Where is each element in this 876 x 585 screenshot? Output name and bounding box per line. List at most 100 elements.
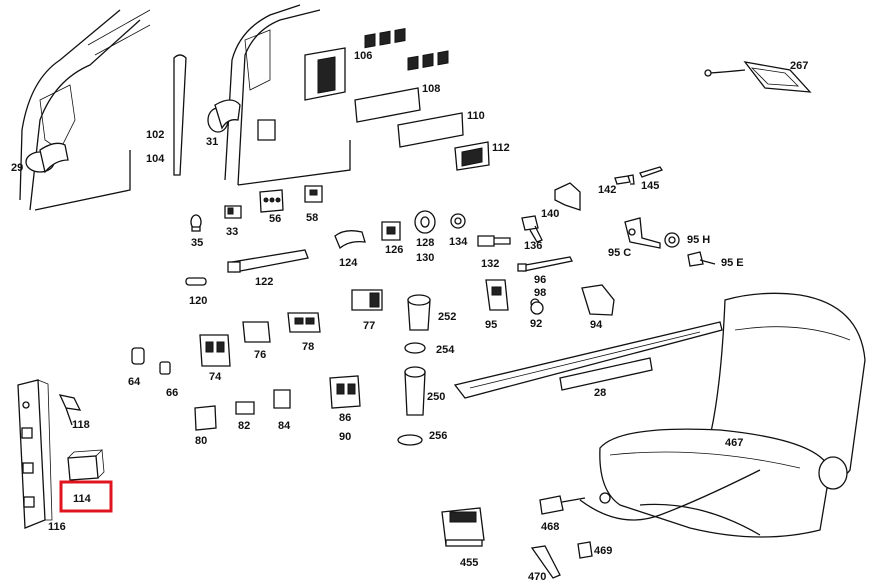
- label-106: 106: [354, 50, 372, 62]
- bracket-95c: [624, 217, 661, 249]
- label-108: 108: [422, 83, 440, 95]
- screw-95e: [687, 251, 716, 267]
- label-120: 120: [189, 295, 207, 307]
- label-142: 142: [598, 184, 616, 196]
- clip-140: [554, 182, 581, 211]
- label-254: 254: [436, 344, 455, 356]
- label-31: 31: [206, 136, 218, 148]
- connector-76: [242, 321, 271, 343]
- label-76: 76: [254, 349, 266, 361]
- tie-124: [334, 230, 366, 250]
- label-78: 78: [302, 341, 314, 353]
- door-frame-left: [19, 9, 151, 211]
- label-64: 64: [128, 376, 141, 388]
- label-455: 455: [460, 557, 478, 569]
- label-98: 98: [534, 287, 546, 299]
- label-118: 118: [72, 419, 90, 431]
- label-58: 58: [306, 212, 318, 224]
- relay-80: [194, 405, 217, 431]
- rod-part: [173, 54, 187, 176]
- label-95c: 95 C: [608, 247, 631, 259]
- bulb-35: [190, 214, 202, 232]
- highlight-box-114: [59, 480, 113, 513]
- connector-74: [199, 334, 231, 367]
- label-96: 96: [534, 274, 546, 286]
- label-469: 469: [594, 545, 612, 557]
- label-128: 128: [416, 237, 434, 249]
- bolt-132: [477, 235, 511, 247]
- lighter-250: [404, 366, 426, 416]
- label-86: 86: [339, 412, 351, 424]
- label-104: 104: [146, 153, 165, 165]
- label-114: 114: [73, 493, 92, 505]
- label-29: 29: [11, 162, 23, 174]
- nut-92: [530, 301, 544, 315]
- label-82: 82: [238, 420, 250, 432]
- label-74: 74: [209, 371, 222, 383]
- label-35: 35: [191, 237, 203, 249]
- label-134: 134: [449, 236, 468, 248]
- bulb-64: [131, 347, 145, 365]
- bulb-66: [159, 361, 171, 375]
- label-84: 84: [278, 420, 291, 432]
- label-90: 90: [339, 431, 351, 443]
- label-467: 467: [725, 437, 743, 449]
- label-136: 136: [524, 240, 542, 252]
- switch-bar-110: [397, 50, 464, 148]
- label-66: 66: [166, 387, 178, 399]
- label-250: 250: [427, 391, 445, 403]
- connector-33: [224, 205, 242, 219]
- seat-467: [579, 292, 866, 538]
- cap-254: [404, 342, 426, 354]
- bracket-strip-116: [17, 379, 53, 529]
- label-116: 116: [48, 521, 66, 533]
- lighter-252: [407, 294, 431, 331]
- tie-470: [530, 545, 561, 579]
- label-124: 124: [339, 257, 358, 269]
- label-122: 122: [255, 276, 273, 288]
- switch-468: [539, 492, 611, 515]
- connector-58: [304, 185, 323, 203]
- label-56: 56: [269, 213, 281, 225]
- label-145: 145: [641, 180, 659, 192]
- label-252: 252: [438, 311, 456, 323]
- label-468: 468: [541, 521, 559, 533]
- label-112: 112: [492, 142, 510, 154]
- strap-122: [227, 249, 309, 273]
- fuse-120: [185, 277, 207, 286]
- ring-256: [397, 434, 423, 446]
- label-110: 110: [467, 110, 485, 122]
- label-95e: 95 E: [721, 257, 744, 269]
- label-140: 140: [541, 208, 559, 220]
- connector-84: [273, 389, 291, 409]
- grommet-128: [414, 210, 436, 234]
- relay-114: [67, 449, 105, 481]
- label-94: 94: [590, 319, 603, 331]
- connector-86: [329, 375, 361, 409]
- door-frame-center: [207, 4, 351, 186]
- label-28: 28: [594, 387, 606, 399]
- ring-134: [450, 213, 466, 229]
- switch-455: [441, 507, 485, 547]
- label-95h: 95 H: [687, 234, 710, 246]
- label-256: 256: [429, 430, 447, 442]
- connector-78: [287, 312, 321, 333]
- tie-96: [517, 256, 573, 272]
- screw-142: [614, 174, 635, 185]
- bracket-95: [485, 279, 509, 311]
- label-126: 126: [385, 244, 403, 256]
- label-77: 77: [363, 320, 375, 332]
- lamp-267: [704, 61, 812, 93]
- label-80: 80: [195, 435, 207, 447]
- switch-112: [454, 141, 490, 171]
- clip-469: [577, 541, 593, 559]
- switch-bar-108: [354, 27, 421, 123]
- screw-118: [58, 394, 82, 426]
- bolt-136: [521, 215, 543, 243]
- seat-rail-28: [453, 321, 723, 399]
- connector-56: [259, 189, 284, 213]
- label-92: 92: [530, 318, 542, 330]
- label-95: 95: [485, 319, 497, 331]
